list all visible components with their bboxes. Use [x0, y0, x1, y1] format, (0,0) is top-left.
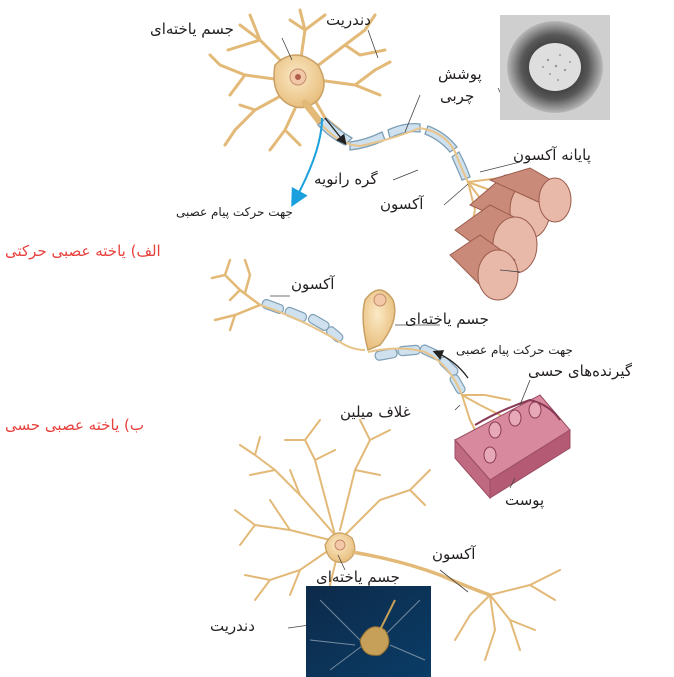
sensory-label-receptors: گیرنده‌های حسی — [528, 363, 632, 380]
inter-label-dendrite: دندریت — [210, 618, 255, 635]
motor-label-dendrite: دندریت — [326, 12, 371, 29]
neuron-micrograph — [306, 586, 431, 677]
sensory-label-axon: آکسون — [291, 276, 334, 293]
sensory-dendrites — [212, 260, 260, 330]
motor-label-axon: آکسون — [380, 196, 423, 213]
motor-label-cell-body: جسم یاخته‌ای — [150, 21, 234, 38]
muscle-fibers — [450, 168, 571, 300]
motor-label-node: گره رانویه — [314, 171, 378, 188]
inter-label-axon: آکسون — [432, 546, 475, 563]
sensory-label-skin: پوست — [505, 492, 544, 509]
inter-label-cell-body: جسم یاخته‌ای — [316, 569, 400, 586]
sensory-label-myelin: غلاف میلین — [340, 404, 411, 421]
motor-label-myelin-1: پوشش — [438, 66, 482, 83]
motor-nucleolus — [295, 74, 301, 80]
motor-label-impulse: جهت حرکت پیام عصبی — [176, 206, 293, 219]
sensory-caption: ب) یاخته عصبی حسی — [5, 417, 144, 434]
motor-label-axon-terminal: پایانه آکسون — [513, 147, 591, 164]
sensory-label-cell-body: جسم یاخته‌ای — [405, 311, 489, 328]
motor-label-myelin-2: چربی — [440, 88, 474, 105]
motor-caption: الف) یاخته عصبی حرکتی — [5, 243, 161, 260]
myelin-micrograph — [500, 15, 610, 120]
sensory-label-impulse: جهت حرکت پیام عصبی — [456, 344, 573, 357]
